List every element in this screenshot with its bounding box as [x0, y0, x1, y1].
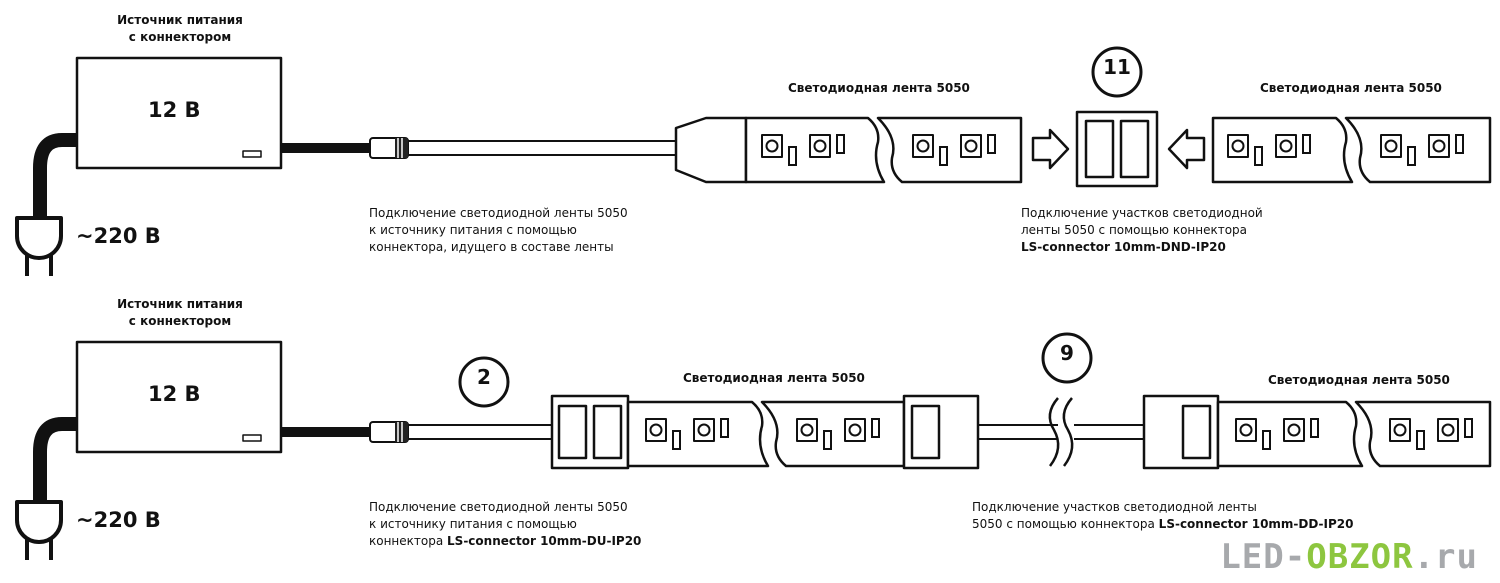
row2-psu-voltage: 12 В: [148, 382, 201, 406]
row2-badge-left-circle: [458, 356, 510, 408]
row1-caption-right-model: LS-connector 10mm-DND-IP20: [1021, 240, 1226, 254]
row2-caption-left: Подключение светодиодной ленты 5050 к ис…: [369, 499, 689, 550]
row2-badge-right-circle: [1041, 332, 1093, 384]
row2-dd-connector-right: [1142, 394, 1220, 470]
row2-psu-title: Источник питания с коннектором: [117, 297, 243, 328]
row2-strip-left-title: Светодиодная лента 5050: [683, 371, 865, 385]
row2-strip-right-title: Светодиодная лента 5050: [1268, 373, 1450, 387]
row1-plug-icon: [15, 216, 63, 278]
row1-caption-right: Подключение участков светодиодной ленты …: [1021, 205, 1321, 256]
row1-psu-title: Источник питания с коннектором: [117, 13, 243, 44]
row1-arrow-right-icon: [1031, 128, 1070, 170]
row1-strip-right-title: Светодиодная лента 5050: [1260, 81, 1442, 95]
row1-dnd-connector: [1075, 110, 1159, 188]
row2-caption-left-text: Подключение светодиодной ленты 5050 к ис…: [369, 500, 628, 548]
row1-caption-left: Подключение светодиодной ленты 5050 к ис…: [369, 206, 628, 254]
row2-cable-with-break: [978, 397, 1144, 467]
watermark-part2: OBZOR: [1306, 537, 1414, 577]
row1-strip-end-connector: [674, 116, 748, 184]
row1-jack-connector: [369, 137, 409, 159]
row2-dd-connector-left: [902, 394, 980, 470]
row1-strip-segment-2: [876, 116, 1023, 184]
row2-mains-voltage: ~220 В: [76, 508, 161, 532]
row2-caption-right-text1: Подключение участков светодиодной ленты: [972, 500, 1257, 514]
row1-strip-segment-4: [1344, 116, 1492, 184]
row2-caption-right-text2: 5050 с помощью коннектора: [972, 517, 1159, 531]
row2-caption-right-model: LS-connector 10mm-DD-IP20: [1158, 517, 1354, 531]
row2-caption-left-model: LS-connector 10mm-DU-IP20: [447, 534, 642, 548]
row2-power-supply: [75, 340, 283, 454]
watermark-part3: .ru: [1413, 537, 1478, 577]
row1-badge-number: 11: [1103, 55, 1131, 79]
watermark-part1: LED-: [1220, 537, 1307, 577]
row1-power-supply: [75, 56, 283, 170]
row2-thin-cable-left: [408, 424, 552, 440]
row2-jack-connector: [369, 421, 409, 443]
row1-psu-voltage: 12 В: [148, 98, 201, 122]
row2-plug-icon: [15, 500, 63, 562]
row1-thin-cable: [408, 140, 676, 156]
row2-strip-segment-2: [760, 400, 906, 468]
row1-arrow-left-icon: [1167, 128, 1206, 170]
row2-caption-right: Подключение участков светодиодной ленты …: [972, 499, 1392, 533]
row1-mains-voltage: ~220 В: [76, 224, 161, 248]
row2-badge-left-number: 2: [477, 365, 491, 389]
row2-du-connector: [550, 394, 630, 470]
row1-caption-right-text: Подключение участков светодиодной ленты …: [1021, 206, 1263, 237]
row1-mains-cable: [33, 133, 77, 222]
row2-mains-cable: [33, 417, 77, 506]
watermark: LED-OBZOR.ru: [1220, 537, 1478, 577]
row1-strip-left-title: Светодиодная лента 5050: [788, 81, 970, 95]
row1-badge-circle: [1091, 46, 1143, 98]
row2-badge-right-number: 9: [1060, 341, 1074, 365]
